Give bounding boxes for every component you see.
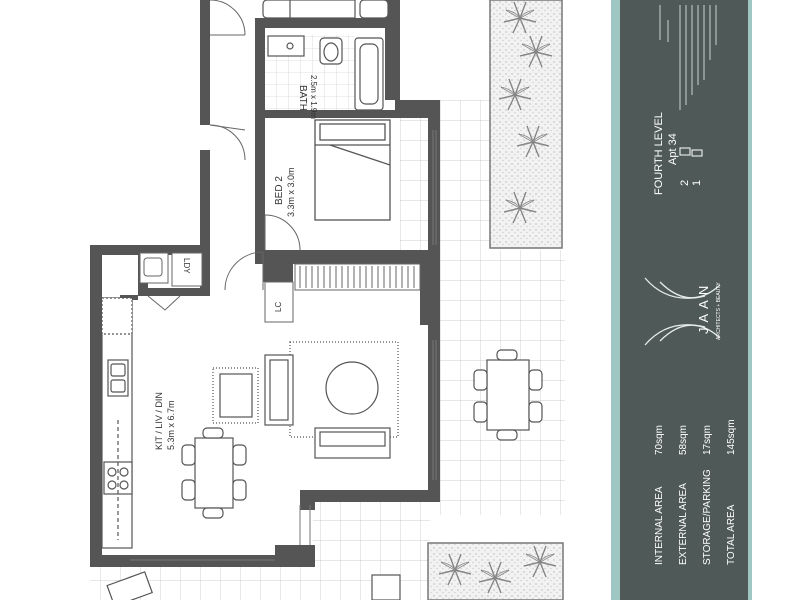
area-row-external: EXTERNAL AREA 58sqm [678, 425, 689, 565]
lc-cupboard [264, 281, 294, 323]
svg-text:Apt 34: Apt 34 [667, 133, 679, 165]
room-label-bed2: BED 2 3.3m x 3.0m [274, 167, 296, 217]
area-row-storage: STORAGE/PARKING 17sqm [702, 425, 713, 565]
svg-text:2.5m x 1.9m: 2.5m x 1.9m [309, 75, 318, 119]
jaan-logo [644, 277, 721, 346]
svg-text:JAAN: JAAN [696, 281, 711, 334]
bed-count: 2 [679, 180, 691, 186]
room-label-kit: KIT / LIV / DIN 5.3m x 6.7m [154, 392, 176, 450]
bed [314, 119, 391, 221]
kitchen [101, 297, 133, 549]
svg-text:ARCHITECTS + BEAUTY: ARCHITECTS + BEAUTY [716, 282, 722, 340]
panel-edge-right [748, 0, 752, 600]
svg-text:17sqm: 17sqm [702, 425, 713, 455]
terrace-south-furniture [106, 571, 401, 600]
jaan-logo-text: JAAN ARCHITECTS + BEAUTY [696, 281, 722, 340]
svg-text:3.3m x 3.0m: 3.3m x 3.0m [286, 167, 296, 217]
room-label-ldy: LDY [182, 258, 191, 274]
svg-text:FOURTH LEVEL: FOURTH LEVEL [653, 112, 665, 195]
panel-legend-lines [659, 5, 717, 110]
svg-text:STORAGE/PARKING: STORAGE/PARKING [702, 469, 713, 565]
svg-text:EXTERNAL AREA: EXTERNAL AREA [678, 483, 689, 565]
room-label-bath: BATH 2.5m x 1.9m [297, 75, 318, 119]
wardrobe [294, 263, 421, 291]
living-furniture [212, 341, 399, 459]
svg-text:BATH: BATH [297, 85, 308, 111]
svg-text:5.3m x 6.7m: 5.3m x 6.7m [166, 400, 176, 450]
dining-set [181, 427, 247, 519]
svg-text:1: 1 [691, 180, 703, 186]
svg-text:KIT / LIV / DIN: KIT / LIV / DIN [154, 392, 164, 450]
area-row-total: TOTAL AREA 145sqm [726, 419, 737, 565]
svg-text:BED 2: BED 2 [274, 176, 285, 205]
windows [130, 130, 437, 561]
bath-count: 1 [691, 180, 703, 186]
planter-east [489, 0, 563, 249]
svg-text:INTERNAL AREA: INTERNAL AREA [654, 486, 665, 565]
bed-icon [679, 147, 691, 156]
doors [147, 0, 301, 311]
svg-text:2: 2 [679, 180, 691, 186]
bath-icon [691, 149, 703, 157]
area-row-internal: INTERNAL AREA 70sqm [654, 425, 665, 565]
level-info: FOURTH LEVEL Apt 34 [653, 112, 679, 195]
svg-text:145sqm: 145sqm [726, 419, 737, 455]
info-panel [620, 0, 748, 600]
svg-text:70sqm: 70sqm [654, 425, 665, 455]
walls [90, 0, 440, 567]
svg-text:TOTAL AREA: TOTAL AREA [726, 504, 737, 565]
bath-fixtures [262, 0, 389, 111]
svg-text:58sqm: 58sqm [678, 425, 689, 455]
terrace-dining-set [473, 349, 543, 441]
room-label-lc: LC [274, 302, 283, 312]
terrace-east-upper [400, 100, 490, 250]
laundry [139, 252, 203, 287]
panel-edge [611, 0, 620, 600]
